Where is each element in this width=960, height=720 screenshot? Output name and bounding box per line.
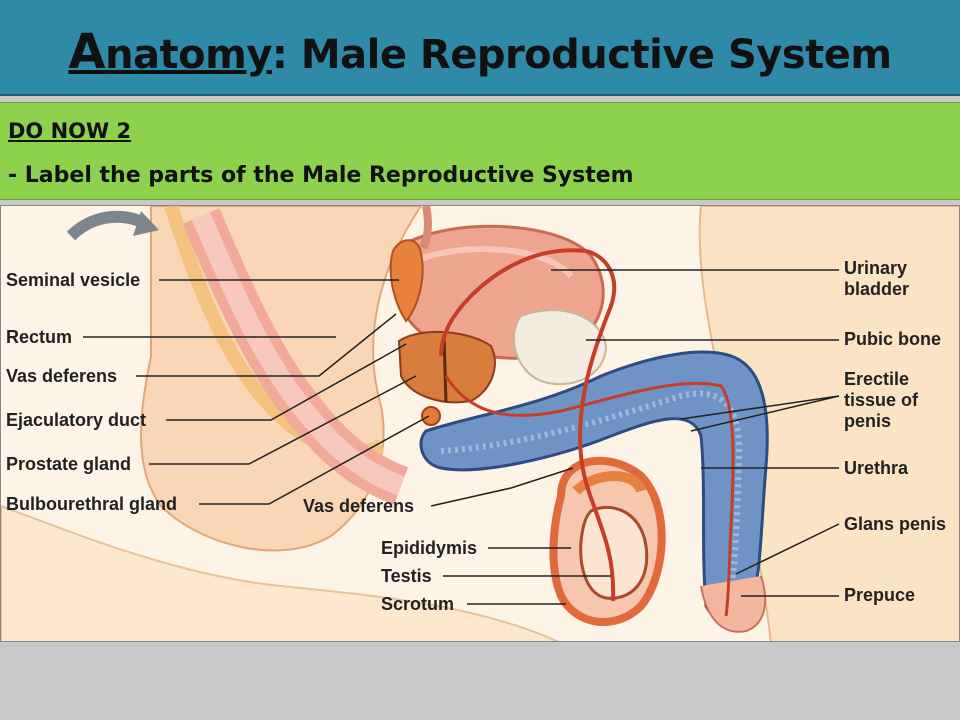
do-now-heading: DO NOW 2	[8, 119, 132, 143]
label-vas-deferens-2: Vas deferens	[303, 496, 415, 516]
label-prepuce: Prepuce	[844, 585, 916, 605]
instruction-text: - Label the parts of the Male Reproducti…	[8, 163, 634, 188]
label-glans-penis: Glans penis	[844, 514, 947, 534]
label-seminal-vesicle: Seminal vesicle	[6, 270, 141, 290]
label-bulbourethral-gland: Bulbourethral gland	[6, 494, 177, 514]
label-prostate-gland: Prostate gland	[6, 454, 132, 474]
label-pubic-bone: Pubic bone	[844, 329, 942, 349]
title-rest: natomy	[105, 32, 272, 78]
label-scrotum: Scrotum	[381, 594, 455, 614]
label-testis: Testis	[381, 566, 432, 586]
label-urinary-bladder: Urinary bladder	[844, 258, 910, 299]
anatomy-diagram: Seminal vesicle Rectum Vas deferens Ejac…	[0, 205, 960, 642]
title-first-letter: A	[68, 24, 106, 80]
label-urethra: Urethra	[844, 458, 909, 478]
label-ejaculatory-duct: Ejaculatory duct	[6, 410, 147, 430]
label-erectile-tissue: Erectile tissue of penis	[844, 369, 919, 431]
title-suffix: : Male Reproductive System	[271, 32, 892, 78]
slide-title: Anatomy: Male Reproductive System	[68, 24, 892, 80]
label-vas-deferens: Vas deferens	[6, 366, 118, 386]
label-rectum: Rectum	[6, 327, 73, 347]
instruction-bar: DO NOW 2 - Label the parts of the Male R…	[0, 102, 960, 200]
label-epididymis: Epididymis	[381, 538, 478, 558]
title-underlined: Anatomy	[68, 24, 272, 80]
anatomy-illustration	[1, 206, 959, 641]
title-bar: Anatomy: Male Reproductive System	[0, 0, 960, 96]
